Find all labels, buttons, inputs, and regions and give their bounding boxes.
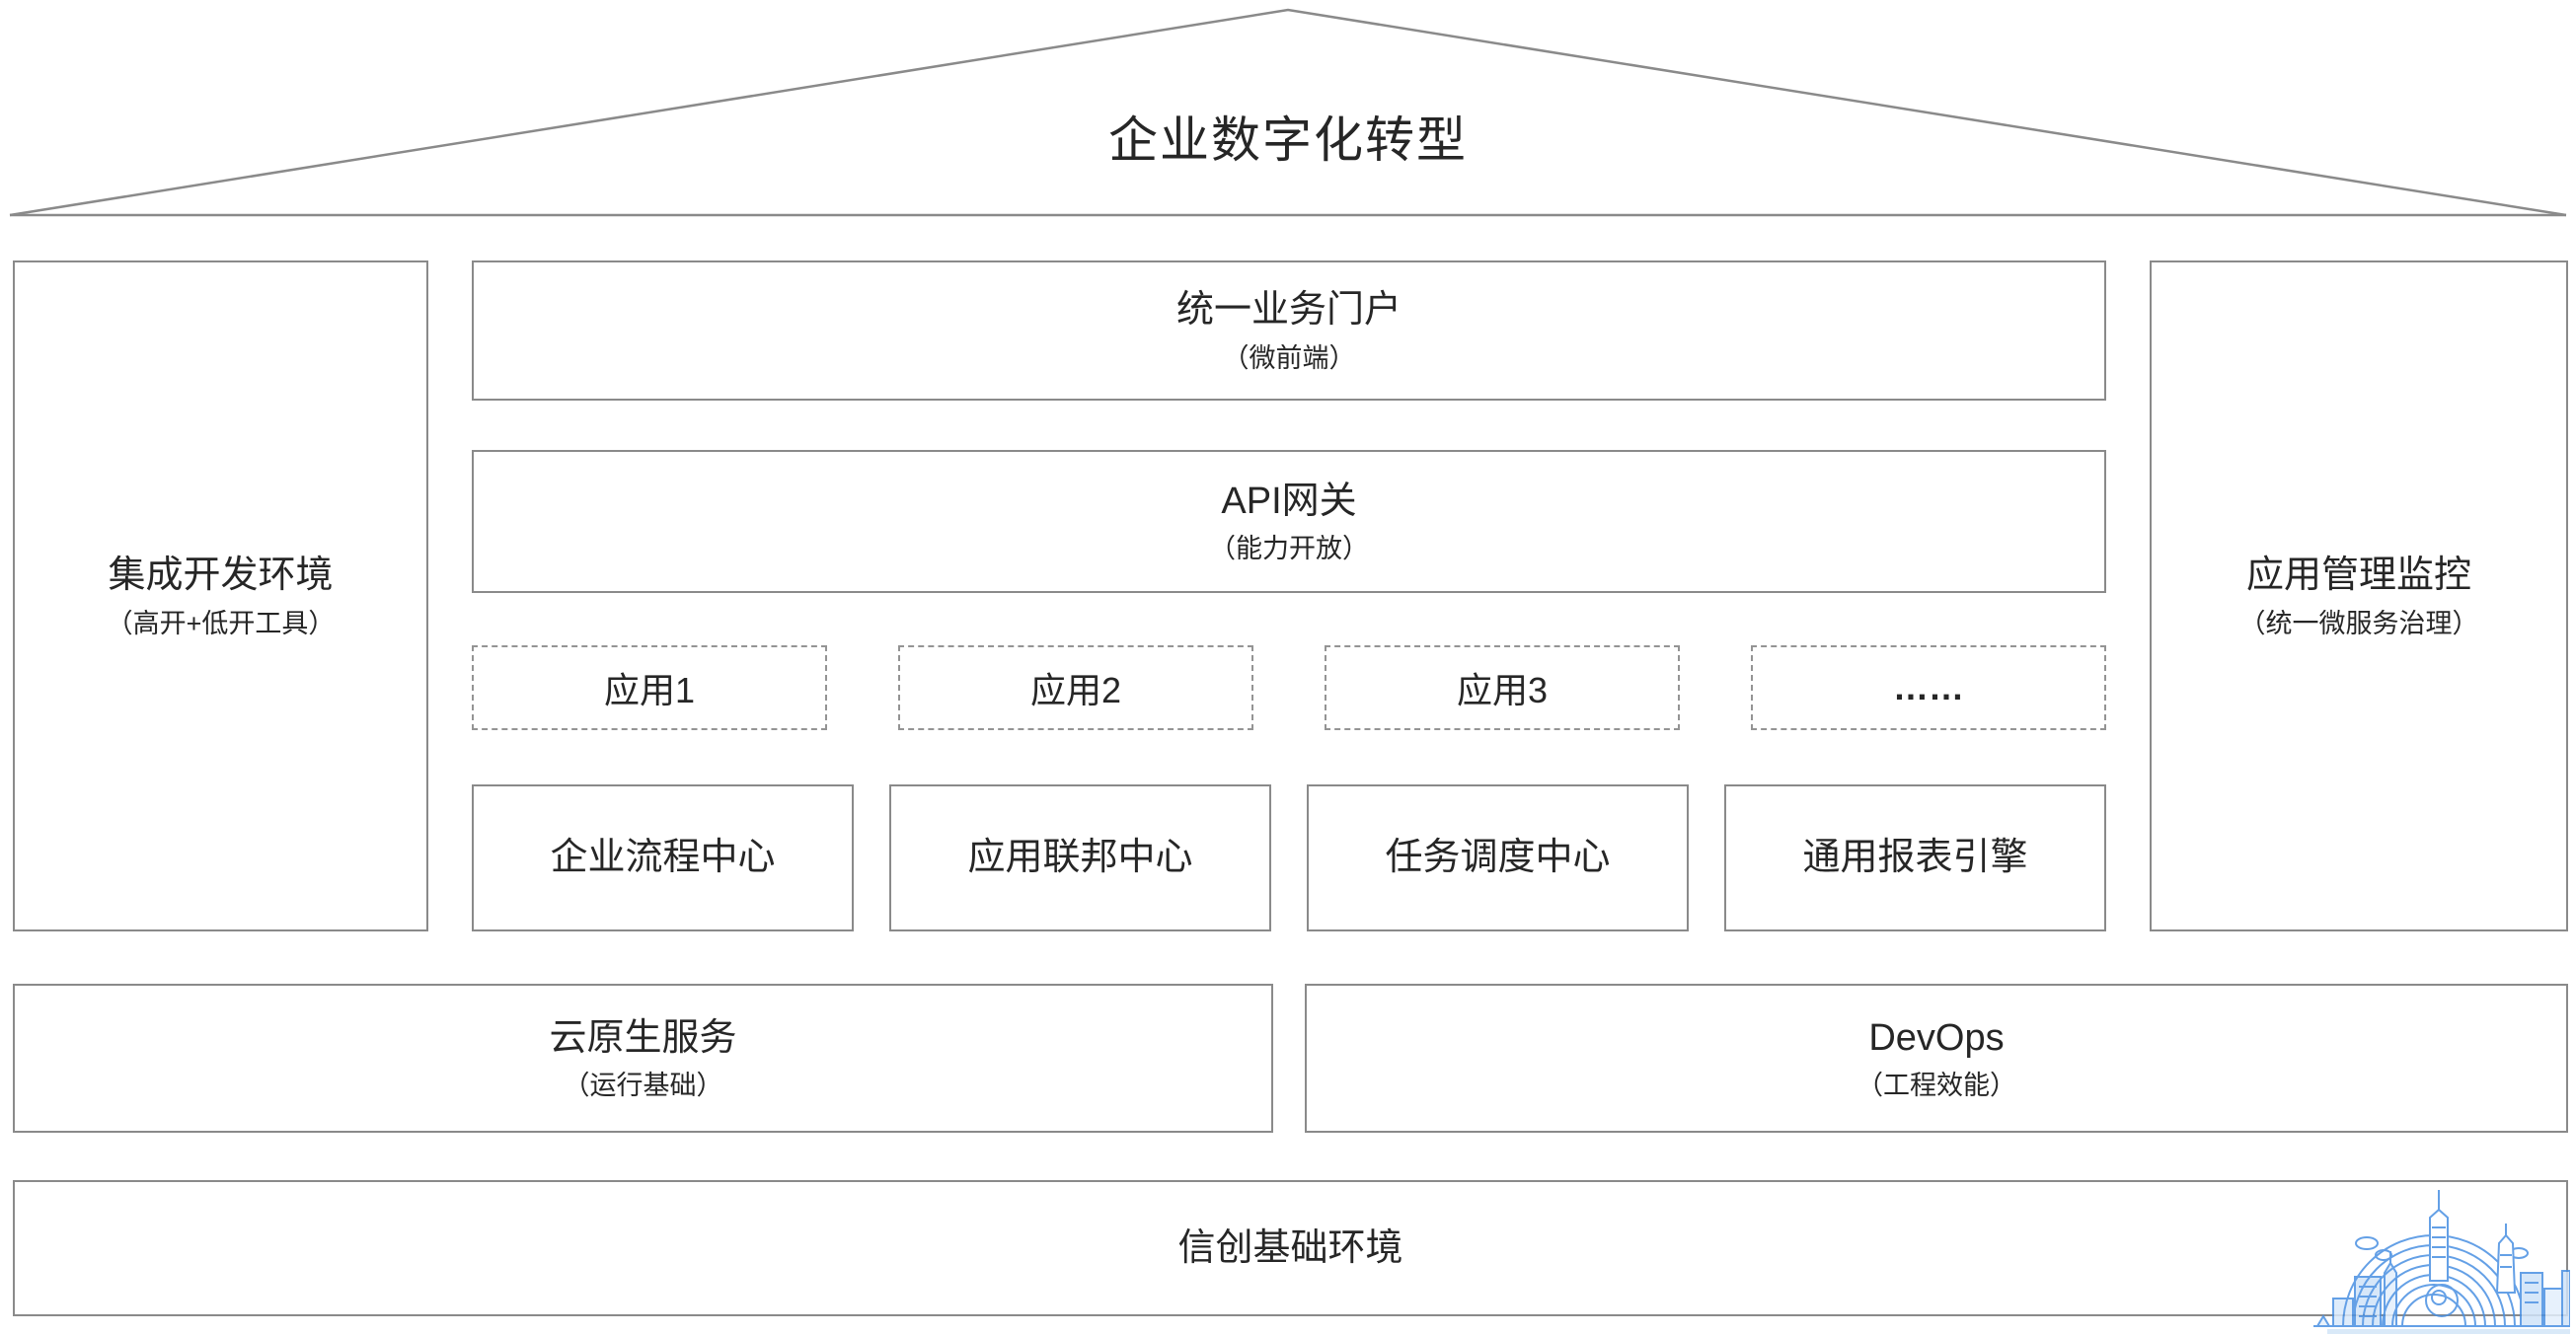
cloud-native-title: 云原生服务 [549, 1016, 737, 1059]
api-gateway-title: API网关 [1221, 480, 1357, 522]
devops-box: DevOps （工程效能） [1305, 984, 2568, 1133]
app-box-ellipsis-label: …… [1893, 667, 1964, 707]
task-scheduling-center-box: 任务调度中心 [1307, 784, 1689, 931]
unified-portal-title: 统一业务门户 [1175, 289, 1402, 332]
report-engine-label: 通用报表引擎 [1802, 837, 2028, 879]
report-engine-box: 通用报表引擎 [1724, 784, 2106, 931]
process-center-label: 企业流程中心 [550, 837, 776, 879]
devops-subtitle: （工程效能） [1856, 1071, 2016, 1101]
right-pillar-title: 应用管理监控 [2245, 555, 2471, 597]
app-box-3: 应用3 [1325, 645, 1680, 730]
left-pillar-subtitle: （高开+低开工具） [106, 608, 336, 638]
xinchuang-base-title: 信创基础环境 [1177, 1226, 1403, 1269]
xinchuang-base-box: 信创基础环境 [13, 1180, 2568, 1316]
app-box-1-label: 应用1 [603, 670, 696, 710]
unified-portal-subtitle: （微前端） [1222, 342, 1356, 373]
unified-portal-box: 统一业务门户 （微前端） [472, 260, 2106, 401]
app-box-ellipsis: …… [1751, 645, 2106, 730]
cloud-native-box: 云原生服务 （运行基础） [13, 984, 1273, 1133]
roof-outline [9, 8, 2567, 217]
api-gateway-box: API网关 （能力开放） [472, 450, 2106, 593]
api-gateway-subtitle: （能力开放） [1209, 534, 1369, 564]
task-scheduling-center-label: 任务调度中心 [1385, 837, 1611, 879]
app-box-2: 应用2 [898, 645, 1253, 730]
left-pillar-ide: 集成开发环境 （高开+低开工具） [13, 260, 428, 931]
federation-center-box: 应用联邦中心 [889, 784, 1271, 931]
right-pillar-subtitle: （统一微服务治理） [2238, 608, 2479, 638]
federation-center-label: 应用联邦中心 [967, 837, 1193, 879]
devops-title: DevOps [1868, 1016, 2005, 1059]
app-box-1: 应用1 [472, 645, 827, 730]
city-skyline-logo-icon [2313, 1190, 2570, 1334]
cloud-native-subtitle: （运行基础） [563, 1071, 723, 1101]
roof-title: 企业数字化转型 [1108, 112, 1468, 168]
app-box-2-label: 应用2 [1029, 670, 1122, 710]
left-pillar-title: 集成开发环境 [108, 555, 334, 597]
app-box-3-label: 应用3 [1456, 670, 1549, 710]
process-center-box: 企业流程中心 [472, 784, 854, 931]
right-pillar-monitoring: 应用管理监控 （统一微服务治理） [2150, 260, 2568, 931]
